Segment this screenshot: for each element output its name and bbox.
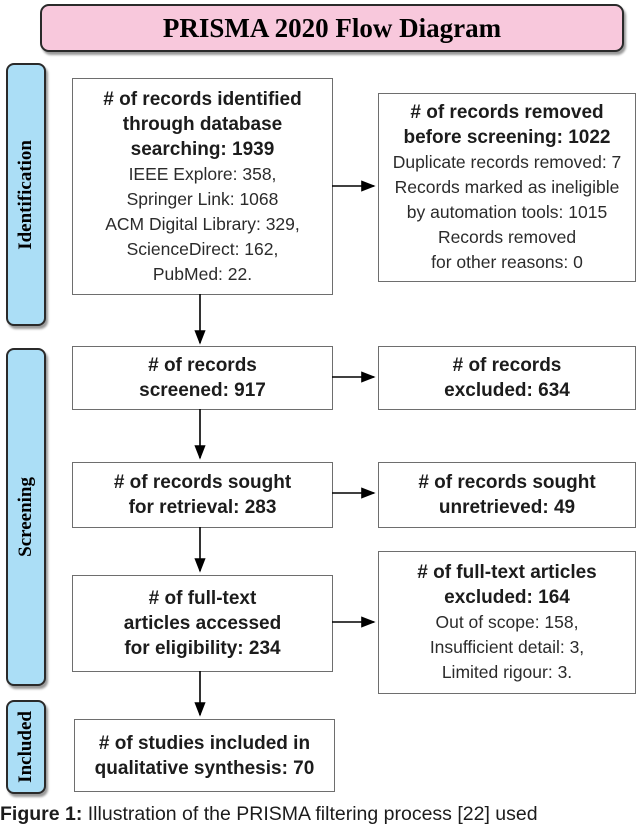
box-records-removed: # of records removed before screening: 1…	[378, 93, 636, 282]
diagram-title-banner: PRISMA 2020 Flow Diagram	[40, 4, 624, 52]
box-line: # of full-text	[148, 588, 257, 609]
box-records-identified: # of records identified through database…	[72, 78, 333, 295]
box-line: Duplicate records removed: 7	[392, 152, 622, 172]
box-line: IEEE Explore: 358,	[128, 163, 277, 184]
diagram-title: PRISMA 2020 Flow Diagram	[162, 12, 502, 43]
box-line: # of studies included in	[98, 732, 311, 754]
box-line: Insufficient detail: 3,	[429, 637, 585, 657]
box-line: excluded: 164	[444, 587, 570, 608]
figure-caption-text: Illustration of the PRISMA filtering pro…	[82, 803, 538, 825]
box-line: Out of scope: 158,	[435, 612, 579, 632]
box-line: Records marked as ineligible	[394, 177, 620, 197]
box-line: # of records	[452, 355, 562, 376]
box-records-unretrieved: # of records sought unretrieved: 49	[378, 462, 636, 528]
box-line: Limited rigour: 3.	[441, 662, 573, 682]
box-line: # of records sought	[418, 472, 596, 493]
box-line: for eligibility: 234	[124, 638, 281, 659]
box-line: for other reasons: 0	[431, 252, 583, 272]
box-line: PubMed: 22.	[152, 263, 253, 284]
box-line: for retrieval: 283	[128, 497, 277, 518]
box-studies-included: # of studies included in qualitative syn…	[74, 719, 335, 792]
stage-label-included: Included	[6, 700, 46, 794]
box-line: searching: 1939	[130, 138, 275, 160]
box-records-sought: # of records sought for retrieval: 283	[72, 462, 333, 528]
box-line: screened: 917	[139, 380, 266, 401]
box-line: excluded: 634	[444, 380, 570, 401]
box-records-screened: # of records screened: 917	[72, 346, 333, 410]
box-line: # of records removed	[410, 102, 604, 123]
box-line: unretrieved: 49	[438, 497, 576, 518]
box-line: before screening: 1022	[403, 127, 611, 148]
box-line: # of records identified	[103, 88, 302, 110]
box-line: Springer Link: 1068	[126, 188, 279, 209]
stage-label-text: Screening	[15, 477, 36, 557]
box-line: Records removed	[437, 227, 577, 247]
box-line: articles accessed	[123, 613, 282, 634]
stage-label-screening: Screening	[6, 348, 46, 686]
box-fulltext-accessed: # of full-text articles accessed for eli…	[72, 575, 333, 672]
box-line: # of full-text articles	[417, 562, 597, 583]
box-line: through database	[122, 113, 283, 135]
box-line: # of records sought	[113, 472, 292, 493]
stage-label-text: Identification	[15, 139, 36, 250]
box-line: ACM Digital Library: 329,	[105, 213, 300, 234]
box-fulltext-excluded: # of full-text articles excluded: 164 Ou…	[378, 551, 636, 694]
box-line: ScienceDirect: 162,	[126, 238, 279, 259]
stage-label-text: Included	[15, 711, 36, 783]
stage-label-identification: Identification	[6, 63, 46, 326]
box-records-excluded: # of records excluded: 634	[378, 346, 636, 410]
box-line: qualitative synthesis: 70	[94, 757, 315, 779]
figure-caption-label: Figure 1:	[0, 803, 83, 825]
box-line: by automation tools: 1015	[406, 202, 608, 222]
box-line: # of records	[148, 355, 257, 376]
figure-caption: Figure 1: Illustration of the PRISMA fil…	[0, 801, 640, 827]
